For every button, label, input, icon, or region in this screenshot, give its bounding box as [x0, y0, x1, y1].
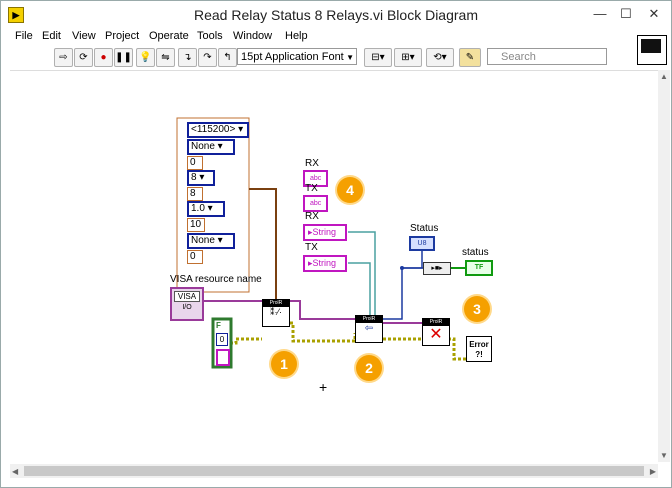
- step-badge-1: 1: [271, 351, 297, 377]
- tx-string-indicator-1[interactable]: abc: [303, 195, 329, 212]
- tx-string-indicator-2[interactable]: ▸String: [303, 255, 347, 272]
- status-wire-1: [383, 243, 423, 320]
- search-input[interactable]: Search: [487, 48, 607, 65]
- baud-rate-ring[interactable]: <115200> ▾: [187, 122, 249, 138]
- scroll-down-icon[interactable]: ▼: [660, 451, 668, 460]
- run-continuous-icon[interactable]: ⟳: [74, 48, 93, 67]
- rx-string-indicator-1[interactable]: abc: [303, 170, 329, 187]
- visa-resource-label: VISA resource name: [170, 274, 262, 285]
- menu-tools[interactable]: Tools: [197, 30, 223, 42]
- tx-string-wire: [348, 262, 371, 315]
- menu-window[interactable]: Window: [233, 30, 273, 42]
- font-select-value: 15pt Application Font: [241, 51, 344, 63]
- cluster-numeric-4[interactable]: 0: [187, 250, 203, 264]
- config-wire: [249, 188, 277, 301]
- chevron-down-icon: ▼: [346, 53, 354, 62]
- serial-config-icon: ⁑·⁄·: [270, 307, 282, 317]
- status-wire-junction: [400, 266, 404, 270]
- rx-string-wire: [348, 231, 376, 315]
- font-select[interactable]: 15pt Application Font▼: [237, 48, 357, 65]
- step-badge-3: 3: [464, 296, 490, 322]
- rx-label-1: RX: [305, 158, 319, 169]
- window-title: Read Relay Status 8 Relays.vi Block Diag…: [193, 7, 478, 23]
- horizontal-scroll-thumb[interactable]: [24, 466, 644, 476]
- read-relay-icon: ⇦: [364, 323, 374, 334]
- parity-ring[interactable]: None ▾: [187, 233, 235, 249]
- stop-bits-ring[interactable]: 1.0 ▾: [187, 201, 225, 217]
- step-badge-2: 2: [356, 355, 382, 381]
- status-bool-array-indicator[interactable]: TF: [465, 260, 493, 276]
- cluster-numeric-2[interactable]: 8: [187, 187, 203, 201]
- number-to-boolean-array-node[interactable]: ▸■▸: [423, 262, 451, 275]
- align-icon[interactable]: ⊟▾: [364, 48, 392, 67]
- title-bar: ▶ Read Relay Status 8 Relays.vi Block Di…: [1, 1, 671, 28]
- close-x-icon: ✕: [429, 326, 443, 343]
- rx-string-indicator-2[interactable]: ▸String: [303, 224, 347, 241]
- wires-layer: [176, 117, 466, 369]
- simple-error-handler-subvi[interactable]: Error ?!: [466, 336, 492, 362]
- subvi-header-2: ProlR: [356, 316, 382, 323]
- close-button[interactable]: ✕: [648, 6, 660, 21]
- subvi-header-3: ProlR: [423, 319, 449, 326]
- subvi-header-1: ProlR: [263, 300, 289, 307]
- horizontal-scrollbar[interactable]: ◀ ▶: [10, 464, 658, 478]
- tx-label-1: TX: [305, 183, 318, 194]
- maximize-button[interactable]: ☐: [620, 6, 632, 21]
- close-subvi[interactable]: ProlR✕: [422, 318, 450, 346]
- labview-app-icon: ▶: [8, 7, 24, 23]
- reorder-icon[interactable]: ⟲▾: [426, 48, 454, 67]
- toolbar: ⇨ ⟳ ● ❚❚ 💡 ⇋ ↴ ↷ ↰ 15pt Application Font…: [1, 47, 671, 113]
- cursor-crosshair-icon: +: [319, 379, 328, 395]
- menu-file[interactable]: File: [15, 30, 33, 42]
- cluster-numeric-1[interactable]: 0: [187, 156, 203, 170]
- visa-io-label: I/O: [182, 304, 192, 311]
- menu-view[interactable]: View: [72, 30, 96, 42]
- menu-operate[interactable]: Operate: [149, 30, 189, 42]
- status-bool-label: status: [462, 247, 489, 258]
- error-wire-4: [448, 337, 466, 361]
- visa-wire-2: [290, 300, 355, 320]
- config-cluster-frame: [176, 117, 250, 293]
- menu-bar: File Edit View Project Operate Tools Win…: [1, 28, 671, 46]
- tx-label-2: TX: [305, 242, 318, 253]
- pause-icon[interactable]: ❚❚: [114, 48, 133, 67]
- menu-help[interactable]: Help: [285, 30, 308, 42]
- status-label: Status: [410, 223, 439, 234]
- visa-resource-control[interactable]: VISA I/O: [170, 287, 204, 321]
- error-code-constant[interactable]: 0: [216, 333, 228, 346]
- menu-project[interactable]: Project: [105, 30, 140, 42]
- vi-icon-screen: [641, 39, 661, 53]
- abort-icon[interactable]: ●: [94, 48, 113, 67]
- visa-resource-value: VISA: [174, 291, 200, 302]
- flow-control-ring[interactable]: None ▾: [187, 139, 235, 155]
- highlight-execution-icon[interactable]: 💡: [136, 48, 155, 67]
- scroll-left-icon[interactable]: ◀: [12, 467, 19, 476]
- distribute-icon[interactable]: ⊞▾: [394, 48, 422, 67]
- error-source-constant[interactable]: [216, 349, 230, 366]
- status-u8-indicator[interactable]: U8: [409, 236, 435, 251]
- error-wire-1: [230, 337, 262, 345]
- scroll-up-icon[interactable]: ▲: [660, 72, 668, 81]
- run-arrow-icon[interactable]: ⇨: [54, 48, 73, 67]
- cluster-numeric-3[interactable]: 10: [187, 218, 205, 232]
- step-over-icon[interactable]: ↷: [198, 48, 217, 67]
- step-into-icon[interactable]: ↴: [178, 48, 197, 67]
- error-wire-2: [290, 321, 357, 343]
- scroll-right-icon[interactable]: ▶: [649, 467, 656, 476]
- retain-wire-values-icon[interactable]: ⇋: [156, 48, 175, 67]
- vertical-scrollbar[interactable]: ▲ ▼: [658, 70, 670, 462]
- vi-icon[interactable]: [637, 35, 667, 65]
- clean-up-diagram-icon[interactable]: ✎: [459, 48, 481, 67]
- rx-label-2: RX: [305, 211, 319, 222]
- minimize-button[interactable]: —: [593, 6, 607, 21]
- menu-edit[interactable]: Edit: [42, 30, 61, 42]
- data-bits-ring[interactable]: 8 ▾: [187, 170, 215, 186]
- read-relay-subvi[interactable]: ProlR⇦: [355, 315, 383, 343]
- error-status-constant[interactable]: F: [216, 321, 221, 330]
- block-diagram-canvas[interactable]: <115200> ▾ None ▾ 0 8 ▾ 8 1.0 ▾ 10 None …: [10, 70, 658, 463]
- step-badge-4: 4: [337, 177, 363, 203]
- step-out-icon[interactable]: ↰: [218, 48, 237, 67]
- serial-config-subvi[interactable]: ProlR⁑·⁄·: [262, 299, 290, 327]
